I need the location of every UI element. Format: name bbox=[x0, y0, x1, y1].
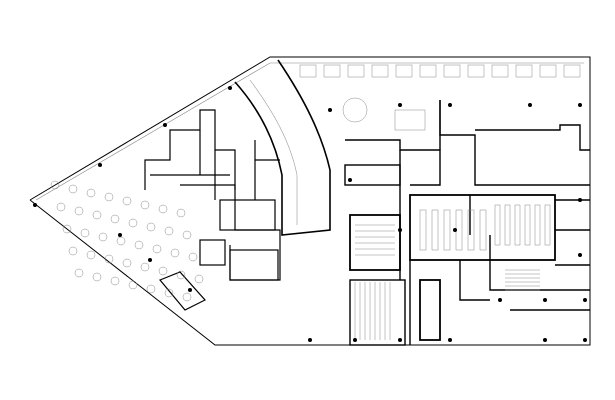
table-seat bbox=[110, 276, 120, 286]
shelf bbox=[514, 204, 521, 246]
shelf bbox=[431, 209, 439, 251]
desk bbox=[443, 64, 461, 78]
column bbox=[578, 103, 582, 107]
column bbox=[453, 228, 457, 232]
column bbox=[328, 108, 332, 112]
desk bbox=[371, 64, 389, 78]
desk bbox=[323, 64, 341, 78]
column bbox=[398, 338, 402, 342]
table-seat bbox=[176, 208, 186, 218]
central-curved-corridor bbox=[234, 59, 331, 236]
table-seat bbox=[104, 192, 114, 202]
table-seat bbox=[146, 222, 156, 232]
column bbox=[148, 258, 152, 262]
table-seat bbox=[182, 230, 192, 240]
table-seat bbox=[104, 254, 114, 264]
table-seat bbox=[116, 236, 126, 246]
table-seat bbox=[128, 218, 138, 228]
shelf bbox=[479, 209, 487, 251]
table-seat bbox=[182, 292, 192, 302]
shelf bbox=[534, 204, 541, 246]
column bbox=[543, 298, 547, 302]
table-seat bbox=[86, 188, 96, 198]
left-core-rooms bbox=[144, 109, 281, 311]
table-seat bbox=[134, 240, 144, 250]
column bbox=[398, 228, 402, 232]
desk bbox=[563, 64, 581, 78]
column bbox=[578, 253, 582, 257]
table-seat bbox=[170, 248, 180, 258]
column bbox=[398, 103, 402, 107]
table-seat bbox=[80, 228, 90, 238]
column bbox=[163, 123, 167, 127]
column bbox=[498, 298, 502, 302]
table-seat bbox=[86, 250, 96, 260]
structural-columns bbox=[33, 86, 587, 342]
table-seat bbox=[50, 180, 60, 190]
table-seat bbox=[140, 200, 150, 210]
desk bbox=[419, 64, 437, 78]
column bbox=[448, 103, 452, 107]
column bbox=[543, 338, 547, 342]
table-seat bbox=[62, 224, 72, 234]
table-seat bbox=[92, 272, 102, 282]
atrium-void bbox=[394, 109, 426, 131]
table-seat bbox=[74, 268, 84, 278]
shelf bbox=[494, 204, 501, 246]
table-seat bbox=[74, 206, 84, 216]
table-seat bbox=[68, 246, 78, 256]
column bbox=[188, 288, 192, 292]
column bbox=[528, 103, 532, 107]
right-wing-rooms bbox=[344, 100, 590, 346]
spiral-stair bbox=[342, 97, 368, 123]
table-seat bbox=[146, 284, 156, 294]
table-seat bbox=[68, 184, 78, 194]
table-seat bbox=[110, 214, 120, 224]
column bbox=[348, 178, 352, 182]
table-seat bbox=[122, 196, 132, 206]
desk bbox=[467, 64, 485, 78]
table-seat bbox=[152, 244, 162, 254]
table-seat bbox=[158, 266, 168, 276]
table-seat bbox=[128, 280, 138, 290]
desk bbox=[515, 64, 533, 78]
table-seat bbox=[158, 204, 168, 214]
table-seat bbox=[140, 262, 150, 272]
desk bbox=[491, 64, 509, 78]
column bbox=[98, 163, 102, 167]
desk bbox=[539, 64, 557, 78]
column bbox=[228, 86, 232, 90]
desk bbox=[299, 64, 317, 78]
desk bbox=[347, 64, 365, 78]
table-seat bbox=[56, 202, 66, 212]
shelf bbox=[467, 209, 475, 251]
table-seat bbox=[92, 210, 102, 220]
table-seat bbox=[164, 288, 174, 298]
table-seat bbox=[176, 270, 186, 280]
column bbox=[118, 233, 122, 237]
shelf bbox=[504, 204, 511, 246]
shelf bbox=[524, 204, 531, 246]
desk bbox=[395, 64, 413, 78]
table-seat bbox=[164, 226, 174, 236]
column bbox=[353, 338, 357, 342]
shelf bbox=[419, 209, 427, 251]
column bbox=[583, 338, 587, 342]
shelf bbox=[544, 204, 551, 246]
column bbox=[578, 198, 582, 202]
exterior-outline bbox=[29, 56, 591, 346]
column bbox=[33, 203, 37, 207]
table-seat bbox=[188, 252, 198, 262]
shelf bbox=[443, 209, 451, 251]
column bbox=[448, 338, 452, 342]
table-seat bbox=[194, 274, 204, 284]
column bbox=[583, 298, 587, 302]
table-seat bbox=[98, 232, 108, 242]
table-seat bbox=[122, 258, 132, 268]
column bbox=[308, 338, 312, 342]
